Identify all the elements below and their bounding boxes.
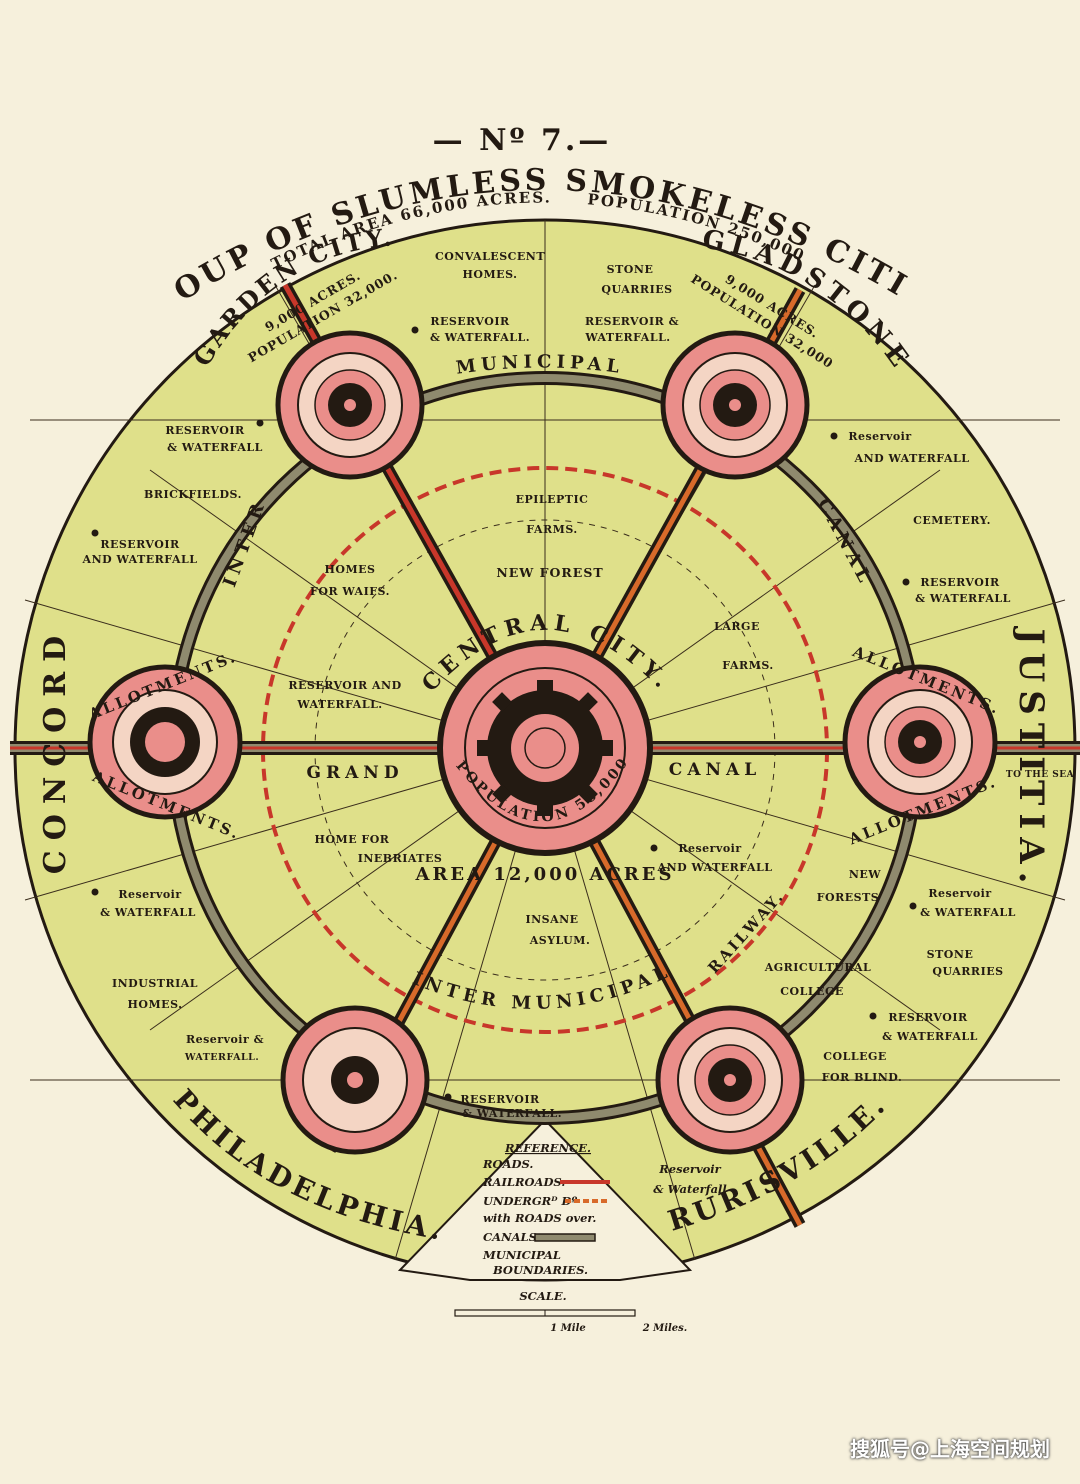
label-cemetery: CEMETERY.	[913, 514, 991, 527]
label-homes-waifs-2: FOR WAIFS.	[310, 585, 390, 598]
watermark: 搜狐号@上海空间规划	[850, 1437, 1050, 1461]
city-justitia[interactable]	[842, 664, 998, 820]
city-gladstone[interactable]	[660, 330, 810, 480]
legend-roads: ROADS.	[482, 1157, 533, 1171]
central-area: AREA 12,000 ACRES	[414, 864, 674, 885]
label-res-bottom-1: RESERVOIR	[460, 1093, 540, 1106]
label-epileptic-1: EPILEPTIC	[516, 493, 589, 506]
label-res-se-2: AND WATERFALL	[657, 861, 773, 874]
label-inebriates-1: HOME FOR	[315, 833, 390, 846]
label-res-bottom-2: & WATERFALL.	[462, 1107, 562, 1120]
label-to-sea: TO THE SEA	[1006, 770, 1075, 780]
label-res-se-1: Reservoir	[678, 842, 741, 855]
label-res-e3-2: & WATERFALL	[882, 1030, 978, 1043]
label-stone-q1-1: STONE	[607, 263, 654, 276]
scale-2-miles: 2 Miles.	[642, 1323, 688, 1334]
reservoir-markers	[91, 326, 917, 1101]
concord-name: CONCORD	[38, 626, 73, 874]
label-res-ne-1: Reservoir	[848, 430, 911, 443]
area-labels: CONVALESCENT HOMES. STONE QUARRIES RESER…	[82, 250, 1075, 1120]
legend-underground-2: with ROADS over.	[483, 1211, 596, 1225]
scale-title: SCALE.	[519, 1289, 566, 1303]
city-concord[interactable]	[87, 664, 243, 820]
label-res-ne-2: AND WATERFALL	[854, 452, 970, 465]
legend: REFERENCE. ROADS. RAILROADS. UNDERGRᴰ Dº…	[454, 1141, 727, 1334]
label-new-forests-1: NEW	[849, 868, 881, 881]
plate-number: — Nº 7.—	[433, 123, 612, 158]
city-philadelphia[interactable]	[280, 1005, 430, 1155]
city-garden[interactable]	[275, 330, 425, 480]
label-industrial-2: HOMES.	[128, 998, 183, 1011]
legend-canal-swatch	[534, 1233, 596, 1242]
legend-municipal-2: BOUNDARIES.	[492, 1263, 588, 1277]
label-convalescent-2: HOMES.	[463, 268, 518, 281]
grand-canal-label: GRAND	[306, 763, 403, 783]
label-res-garden-1: RESERVOIR	[430, 315, 510, 328]
label-res-glad-2: WATERFALL.	[584, 331, 670, 344]
label-res-e-2: & WATERFALL	[915, 592, 1011, 605]
label-convalescent-1: CONVALESCENT	[435, 250, 545, 263]
label-new-forests-2: FORESTS	[817, 891, 880, 904]
legend-municipal-1: MUNICIPAL	[482, 1248, 561, 1262]
label-inebriates-2: INEBRIATES	[358, 852, 443, 865]
label-res-e2-2: & WATERFALL	[920, 906, 1016, 919]
central-city[interactable]	[437, 640, 653, 856]
legend-canals: CANALS	[483, 1230, 537, 1244]
label-stone-q2-2: QUARRIES	[932, 965, 1003, 978]
label-res-glad-1: RESERVOIR &	[585, 315, 679, 328]
label-industrial-1: INDUSTRIAL	[112, 977, 198, 990]
label-res-e2-1: Reservoir	[928, 887, 991, 900]
label-brickfields: BRICKFIELDS.	[144, 488, 242, 501]
canal-mid-label: CANAL	[669, 760, 761, 780]
legend-res-2: & Waterfall	[653, 1182, 727, 1196]
label-res-w-1: RESERVOIR	[100, 538, 180, 551]
label-agri-2: COLLEGE	[780, 985, 843, 998]
label-homes-waifs-1: HOMES	[325, 563, 376, 576]
label-epileptic-2: FARMS.	[526, 523, 577, 536]
city-rurisville[interactable]	[655, 1005, 805, 1155]
label-res-e3-1: RESERVOIR	[888, 1011, 968, 1024]
label-res-nw-1: RESERVOIR	[165, 424, 245, 437]
label-insane-2: ASYLUM.	[529, 934, 591, 947]
label-res-phil-1: Reservoir &	[186, 1033, 264, 1046]
label-college-blind-1: COLLEGE	[823, 1050, 886, 1063]
scale-1-mile: 1 Mile	[550, 1323, 585, 1334]
label-res-phil-2: WATERFALL.	[184, 1052, 259, 1063]
label-large-farms-2: FARMS.	[722, 659, 773, 672]
label-college-blind-2: FOR BLIND.	[822, 1071, 903, 1084]
legend-res-1: Reservoir	[658, 1162, 721, 1176]
label-stone-q1-2: QUARRIES	[601, 283, 672, 296]
label-large-farms-1: LARGE	[714, 620, 760, 633]
label-agri-1: AGRICULTURAL	[764, 961, 872, 974]
label-res-e-1: RESERVOIR	[920, 576, 1000, 589]
label-res-garden-2: & WATERFALL.	[430, 331, 530, 344]
justitia-name: JUSTITIA.	[1011, 626, 1051, 892]
legend-railroads: RAILROADS.	[482, 1175, 565, 1189]
label-res-sw-1: Reservoir	[118, 888, 181, 901]
label-res-center-1: RESERVOIR AND	[288, 679, 401, 692]
legend-title: REFERENCE.	[504, 1141, 591, 1155]
legend-underground-1: UNDERGRᴰ Dº	[483, 1194, 577, 1208]
label-res-sw-2: & WATERFALL	[100, 906, 196, 919]
label-res-center-2: WATERFALL.	[296, 698, 382, 711]
label-res-w-2: AND WATERFALL	[82, 553, 198, 566]
label-stone-q2-1: STONE	[927, 948, 974, 961]
label-new-forest: NEW FOREST	[496, 565, 603, 580]
label-res-nw-2: & WATERFALL	[167, 441, 263, 454]
label-insane-1: INSANE	[525, 913, 578, 926]
